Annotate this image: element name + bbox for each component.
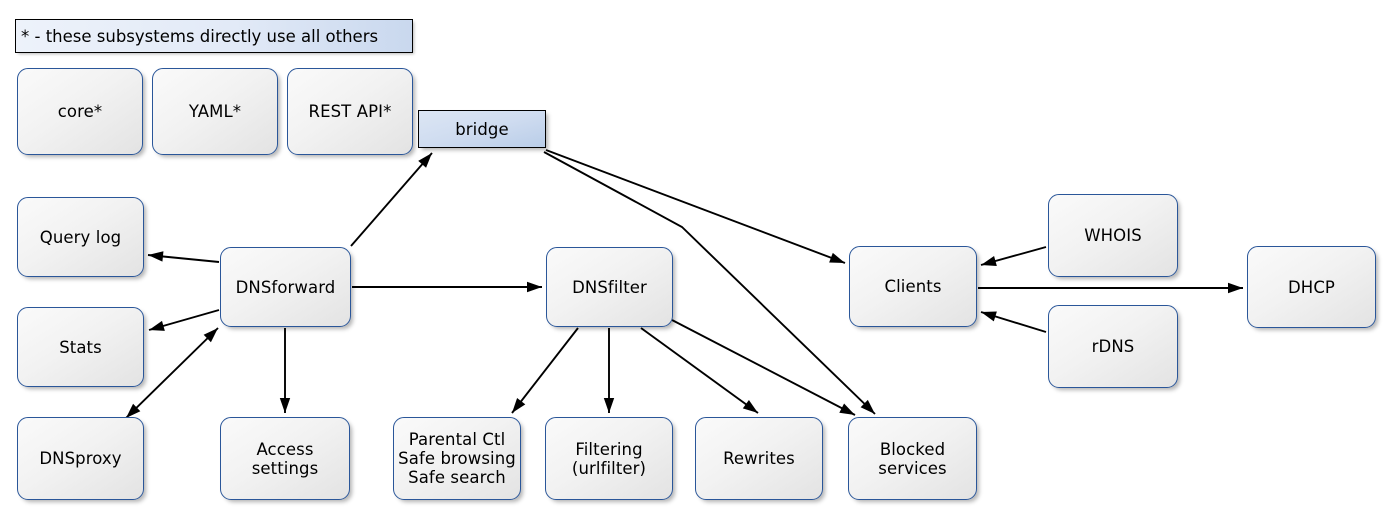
arrowhead-dnsfilter-filtering-end: [603, 398, 615, 413]
node-clients[interactable]: Clients: [849, 246, 977, 327]
node-label-rewrites: Rewrites: [723, 449, 795, 468]
node-dnsproxy[interactable]: DNSproxy: [17, 417, 144, 500]
edge-bridge-clients: [545, 149, 846, 264]
arrowhead-clients-dhcp-end: [1228, 282, 1243, 294]
arrowhead-dnsforward-bridge-end: [418, 153, 432, 168]
node-bridge[interactable]: bridge: [418, 110, 546, 148]
arrowhead-rdns-clients-end: [981, 311, 997, 322]
node-label-parental: Parental Ctl Safe browsing Safe search: [398, 430, 516, 487]
edge-dnsforward-dnsproxy: [125, 327, 219, 419]
node-label-whois: WHOIS: [1084, 226, 1142, 245]
node-yaml[interactable]: YAML*: [152, 68, 278, 155]
legend-text: * - these subsystems directly use all ot…: [21, 26, 379, 46]
arrowhead-bridge-clients-end: [829, 252, 845, 263]
edge-bridge-blocked: [543, 151, 876, 415]
node-stats[interactable]: Stats: [17, 307, 144, 387]
edge-dnsfilter-parental: [511, 327, 579, 414]
node-label-core: core*: [57, 102, 103, 121]
node-label-dhcp: DHCP: [1288, 277, 1335, 297]
arrowhead-bridge-blocked-end: [860, 399, 875, 414]
edge-dnsfilter-blocked: [671, 319, 856, 416]
node-rest[interactable]: REST API*: [287, 68, 413, 155]
node-label-rdns: rDNS: [1091, 337, 1135, 356]
arrowhead-dnsforward-dnsfilter-end: [527, 281, 542, 293]
node-label-clients: Clients: [884, 277, 942, 296]
node-rewrites[interactable]: Rewrites: [695, 417, 823, 500]
node-parental[interactable]: Parental Ctl Safe browsing Safe search: [393, 417, 521, 500]
node-querylog[interactable]: Query log: [17, 197, 144, 277]
node-label-dnsproxy: DNSproxy: [39, 449, 122, 468]
node-blocked[interactable]: Blocked services: [848, 417, 977, 500]
node-rdns[interactable]: rDNS: [1048, 305, 1178, 388]
node-dnsfilter[interactable]: DNSfilter: [546, 247, 673, 327]
node-label-rest: REST API*: [308, 102, 392, 121]
arrowhead-dnsforward-dnsproxy-end: [126, 403, 141, 418]
arrowhead-dnsfilter-rewrites-end: [742, 399, 758, 413]
node-label-bridge: bridge: [455, 119, 509, 139]
node-dhcp[interactable]: DHCP: [1247, 246, 1376, 328]
node-label-blocked: Blocked services: [878, 439, 947, 478]
node-label-stats: Stats: [59, 337, 102, 357]
edge-dnsforward-bridge: [350, 152, 433, 247]
node-access[interactable]: Access settings: [220, 417, 350, 500]
arrowhead-dnsfilter-blocked-end: [839, 403, 855, 415]
arrowhead-dnsforward-access-end: [279, 398, 291, 413]
arrowhead-dnsforward-stats-end: [149, 320, 165, 331]
arrowhead-dnsforward-dnsproxy-start: [203, 328, 218, 343]
node-label-dnsforward: DNSforward: [235, 277, 336, 297]
arrowhead-dnsfilter-parental-end: [512, 397, 526, 413]
node-whois[interactable]: WHOIS: [1048, 194, 1178, 277]
node-label-access: Access settings: [251, 439, 319, 478]
legend-box: * - these subsystems directly use all ot…: [15, 19, 413, 53]
arrowhead-whois-clients-end: [981, 255, 997, 267]
node-core[interactable]: core*: [17, 68, 143, 155]
edge-dnsfilter-rewrites: [640, 327, 759, 414]
node-dnsforward[interactable]: DNSforward: [220, 247, 351, 327]
arrowhead-dnsforward-querylog-end: [148, 251, 164, 262]
node-label-filtering: Filtering (urlfilter): [571, 439, 647, 478]
node-label-querylog: Query log: [39, 227, 122, 247]
node-label-yaml: YAML*: [188, 102, 242, 121]
node-label-dnsfilter: DNSfilter: [572, 277, 647, 297]
node-filtering[interactable]: Filtering (urlfilter): [545, 417, 673, 500]
